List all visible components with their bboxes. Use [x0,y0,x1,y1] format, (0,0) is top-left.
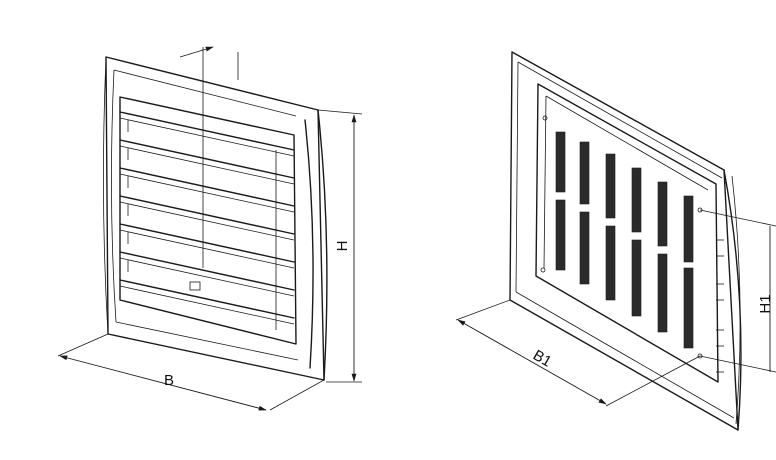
dimension-line-b1 [457,319,607,405]
front-grille-louvers [119,111,295,330]
rear-dimensions [455,209,776,407]
rear-grille [509,51,742,431]
rear-grille-curved-edge [723,169,742,431]
dimension-line-b [59,355,267,411]
label-b1: B1 [530,347,554,371]
front-grille [103,47,328,381]
front-grille-opening [119,96,297,345]
front-grille-inner-edge [304,119,314,369]
rear-grille-slots [555,131,694,349]
label-b: B [164,372,174,389]
label-h: H [334,241,351,252]
front-dimensions [57,46,363,411]
label-h1: H1 [757,294,774,313]
front-grille-curved-edge [317,109,328,381]
rear-grille-clips [716,239,724,373]
